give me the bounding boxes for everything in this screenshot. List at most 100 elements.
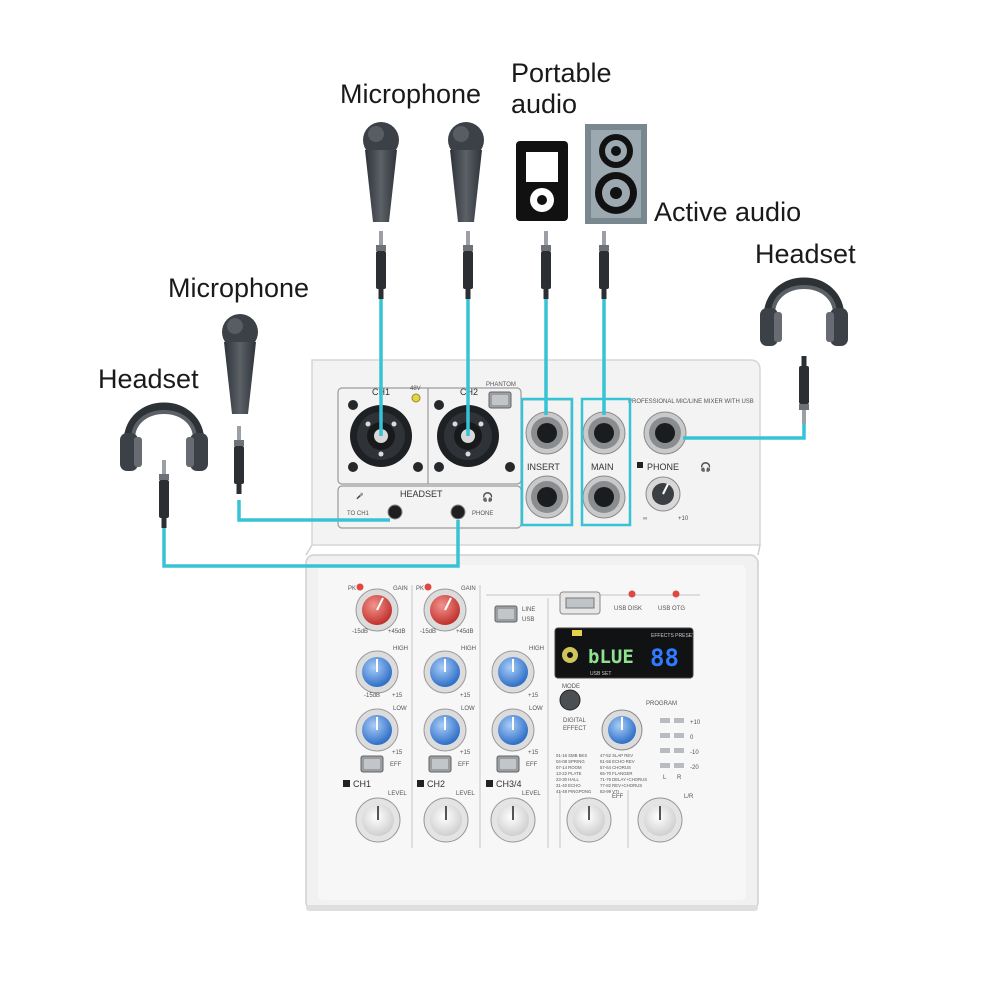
display-mode-text: bLUE: [588, 646, 634, 668]
preset-list-item: 51-56 ECHO REV: [600, 759, 635, 764]
mode-button[interactable]: [559, 689, 581, 711]
ch1-level-knob[interactable]: [355, 797, 401, 843]
ch2-marker: [417, 780, 424, 787]
main-jack-top[interactable]: [582, 411, 626, 455]
ch34-marker: [486, 780, 493, 787]
meter-zero: 0: [690, 735, 694, 741]
ch34-level-knob[interactable]: [490, 797, 536, 843]
screw: [505, 462, 515, 472]
mic-small-icon: 🎤: [356, 492, 364, 500]
label-headset-right: Headset: [755, 239, 856, 269]
lr-master-knob[interactable]: [637, 797, 683, 843]
preset-list-item: 77-82 REV+CHORUS: [600, 783, 642, 788]
ch1-peak-led: [356, 583, 364, 591]
meter-minus10: -10: [690, 750, 699, 756]
preset-list-item: 01-16 SMB BKS: [556, 753, 587, 758]
plug-icon: [376, 231, 386, 299]
ch2-eff-button[interactable]: [428, 755, 452, 773]
ch34-eff-button[interactable]: [496, 755, 520, 773]
eff-master-knob[interactable]: [566, 797, 612, 843]
label-headset-left: Headset: [98, 364, 199, 394]
phone-label: PHONE: [647, 462, 679, 472]
phantom-switch[interactable]: [488, 391, 512, 409]
meter-r: R: [677, 775, 682, 781]
ch2-level-knob[interactable]: [423, 797, 469, 843]
line-label: LINE: [522, 607, 535, 613]
ch2-peak-led: [424, 583, 432, 591]
screw: [413, 462, 423, 472]
ch1-gain-max: +45dB: [388, 629, 406, 635]
label-microphone-top: Microphone: [340, 79, 481, 109]
main-label: MAIN: [591, 462, 614, 472]
program-label: PROGRAM: [646, 701, 677, 707]
preset-list-item: 23-30 HALL: [556, 777, 580, 782]
phone-output-jack[interactable]: [643, 411, 687, 455]
ch1-eff-button[interactable]: [360, 755, 384, 773]
phone-min-label: ∞: [643, 516, 647, 522]
speaker-icon: [585, 124, 647, 224]
ch2-gain-knob[interactable]: [423, 588, 467, 632]
to-ch1-label: TO CH1: [347, 511, 370, 517]
insert-jack-top[interactable]: [525, 411, 569, 455]
ch1-high-knob[interactable]: [355, 650, 399, 694]
usb-disk-led: [628, 590, 636, 598]
preset-list-item: 13-22 PLATE: [556, 771, 582, 776]
ch1-gain-knob[interactable]: [355, 588, 399, 632]
ch34-high-knob[interactable]: [491, 650, 535, 694]
preset-list-item: 31-40 ECHO: [556, 783, 581, 788]
plug-icon: [799, 356, 809, 424]
ch1-gain-label: GAIN: [393, 586, 408, 592]
main-jack-bottom[interactable]: [582, 475, 626, 519]
usb-label: USB: [522, 617, 534, 623]
ch1-low-label: LOW: [393, 706, 407, 712]
meter-plus10: +10: [690, 720, 701, 726]
ch1-high-max: +15: [392, 693, 403, 699]
screw: [348, 462, 358, 472]
plug-icon: [463, 231, 473, 299]
ch34-low-knob[interactable]: [491, 708, 535, 752]
usb-port[interactable]: [559, 591, 601, 615]
ch1-eff-label: EFF: [390, 762, 402, 768]
phone-max-label: +10: [678, 516, 689, 522]
phone-small-label: PHONE: [472, 511, 493, 517]
preset-list-item: 47-52 SLAP REV: [600, 753, 633, 758]
lcd-display: bLUE 88 EFFECTS PRESET USB SET: [554, 627, 695, 679]
ch2-gain-label: GAIN: [461, 586, 476, 592]
ch34-low-max: +15: [528, 750, 539, 756]
phone-volume-knob[interactable]: [645, 476, 681, 512]
level-meter: [660, 718, 684, 768]
model-label: PROFESSIONAL MIC/LINE MIXER WITH USB: [628, 399, 754, 405]
label-active-audio: Active audio: [654, 197, 801, 227]
usb-set-label: USB SET: [590, 671, 611, 677]
control-surface: PK GAIN -15dB +45dB HIGH -15dB +15 LOW +…: [343, 583, 701, 848]
headset-phone-jack[interactable]: [450, 504, 466, 520]
ch1-high-min: -15dB: [364, 693, 380, 699]
ch1-strip-label: CH1: [353, 779, 371, 789]
label-microphone-left: Microphone: [168, 273, 309, 303]
lr-master-label: L/R: [684, 794, 694, 800]
main-highlight: [580, 397, 632, 527]
ch2-gain-min: -15dB: [420, 629, 436, 635]
screw: [348, 400, 358, 410]
ch34-high-max: +15: [528, 693, 539, 699]
phantom-label: PHANTOM: [486, 382, 516, 388]
preset-list-item: 04-08 SPRING: [556, 759, 585, 764]
ch2-high-knob[interactable]: [423, 650, 467, 694]
line-usb-switch[interactable]: [494, 605, 518, 623]
headset-section-label: HEADSET: [400, 489, 443, 499]
insert-jack-bottom[interactable]: [525, 475, 569, 519]
ch2-low-knob[interactable]: [423, 708, 467, 752]
preset-list-item: 07-14 ROOM: [556, 765, 582, 770]
ch34-eff-label: EFF: [526, 762, 538, 768]
plug-icon: [599, 231, 609, 299]
effects-preset-label: EFFECTS PRESET: [651, 633, 695, 639]
screw: [434, 400, 444, 410]
program-knob[interactable]: [601, 709, 643, 751]
label-portable-audio-1: Portable: [511, 58, 612, 88]
ch34-level-label: LEVEL: [522, 791, 541, 797]
to-ch1-jack[interactable]: [387, 504, 403, 520]
plug-icon: [541, 231, 551, 299]
microphone-icon: [448, 122, 484, 222]
usb-disk-label: USB DISK: [614, 606, 642, 612]
ch1-low-knob[interactable]: [355, 708, 399, 752]
